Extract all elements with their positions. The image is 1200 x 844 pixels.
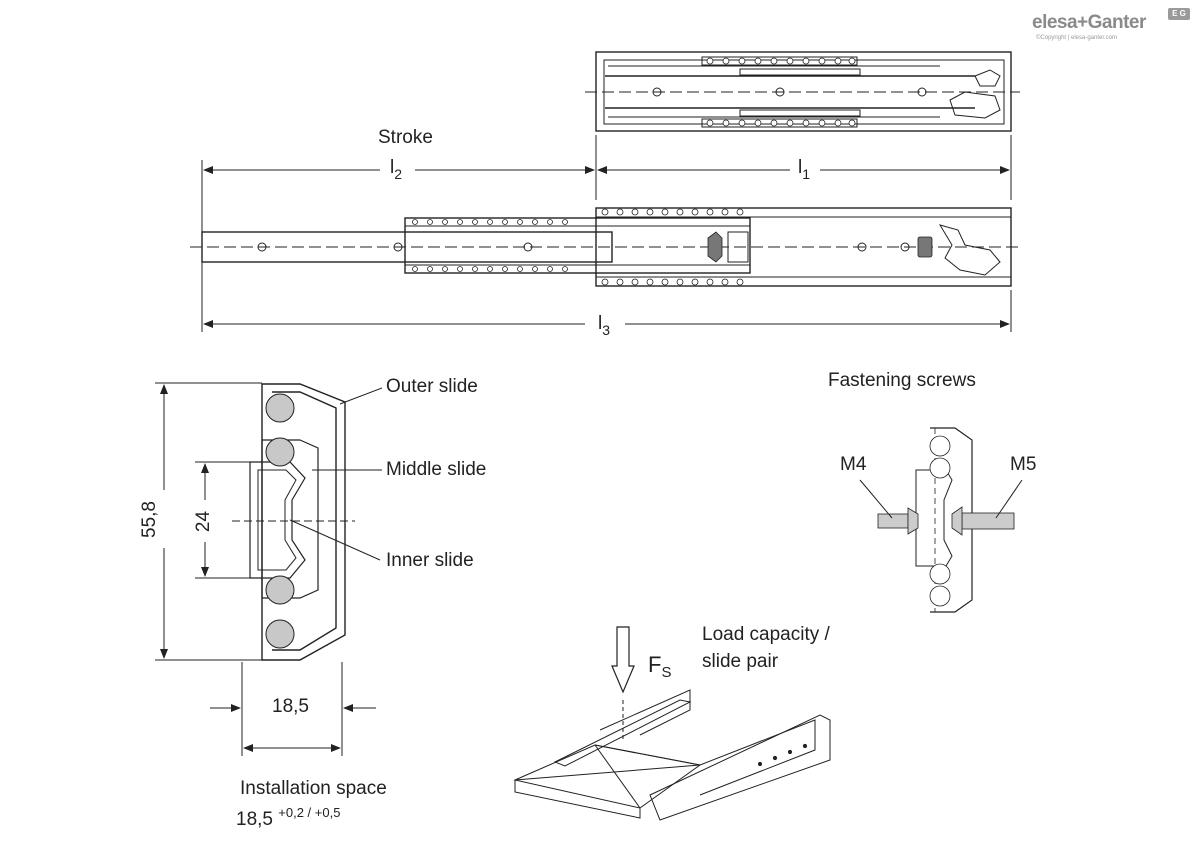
extended-slide-details: [707, 231, 933, 263]
section-leaders: [289, 387, 383, 561]
inner-slide-label: Inner slide: [386, 550, 474, 571]
height-inner-label: 24: [193, 510, 215, 533]
installation-value: 18,5 +0,2 / +0,5: [236, 805, 341, 830]
brand-name: elesa+Ganter: [1032, 12, 1146, 33]
fastening-screws: [877, 506, 1015, 536]
width-label: 18,5: [272, 696, 309, 717]
extended-slide-balls: [412, 208, 744, 286]
stroke-label: Stroke: [378, 127, 433, 148]
extended-slide-view: [190, 207, 1020, 287]
copyright-text: ©Copyright | elesa-ganter.com: [1036, 35, 1118, 41]
closed-slide-balls: [706, 57, 856, 127]
load-caption-line2: slide pair: [702, 651, 779, 672]
load-caption-line1: Load capacity /: [702, 624, 830, 645]
section-width-dimensions: [210, 662, 376, 756]
outer-slide-label: Outer slide: [386, 376, 478, 397]
fastening-screws-title: Fastening screws: [828, 370, 976, 391]
m5-label: M5: [1010, 454, 1037, 475]
cross-section-balls: [265, 393, 295, 649]
l2-label: l2: [390, 157, 403, 182]
fastening-balls: [929, 435, 951, 607]
middle-slide-label: Middle slide: [386, 459, 487, 480]
l1-l2-dimension: [201, 135, 1012, 236]
installation-space-label: Installation space: [240, 778, 387, 799]
section-height-dimensions: [155, 382, 262, 661]
m4-label: M4: [840, 454, 867, 475]
eg-badge: E G: [1168, 8, 1190, 20]
fastening-leaders: [859, 479, 1023, 519]
l3-label: l3: [598, 313, 611, 338]
load-drawer-illustration: [513, 689, 831, 821]
closed-slide-view: [585, 51, 1020, 132]
force-label: FS: [648, 652, 672, 681]
l3-dimension: [201, 262, 1012, 332]
height-total-label: 55,8: [138, 501, 160, 538]
load-force-arrow: [611, 626, 635, 694]
l1-label: l1: [798, 157, 811, 182]
elesa-ganter-logo: elesa+Ganter ©Copyright | elesa-ganter.c…: [1032, 8, 1192, 48]
